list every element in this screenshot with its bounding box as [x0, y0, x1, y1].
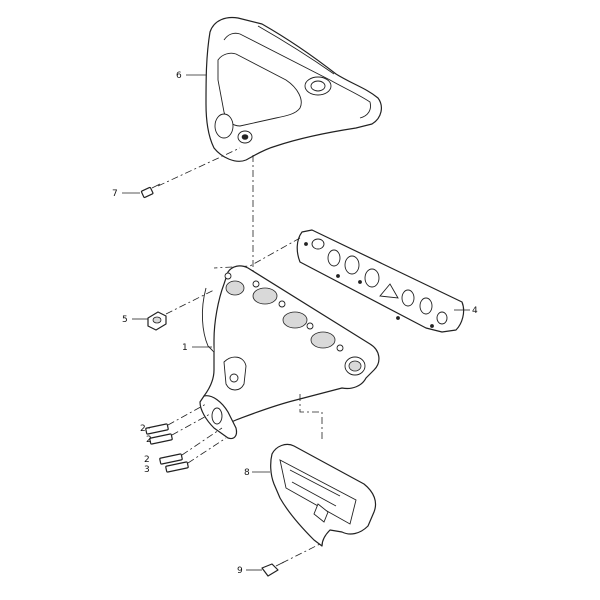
- upper-heat-shield: [205, 16, 382, 162]
- studs-2-3: [145, 423, 189, 473]
- callout-c2a: 2: [140, 424, 146, 434]
- callout-c1: 1: [182, 343, 188, 353]
- nut-5: [147, 311, 167, 331]
- lower-heat-shield: [270, 443, 377, 547]
- manifold-gasket: [296, 229, 465, 333]
- callout-c9: 9: [237, 566, 243, 576]
- callout-c6: 6: [176, 71, 182, 81]
- callout-c3: 3: [144, 465, 150, 475]
- callout-c2c: 2: [144, 455, 150, 465]
- bolt-9: [261, 561, 285, 577]
- bolt-7: [140, 183, 161, 199]
- callout-c2b: 2: [146, 435, 152, 445]
- callout-c4: 4: [472, 306, 478, 316]
- callout-c8: 8: [244, 468, 250, 478]
- callout-c7: 7: [112, 189, 118, 199]
- callout-c5: 5: [122, 315, 128, 325]
- exhaust-manifold: [199, 265, 380, 440]
